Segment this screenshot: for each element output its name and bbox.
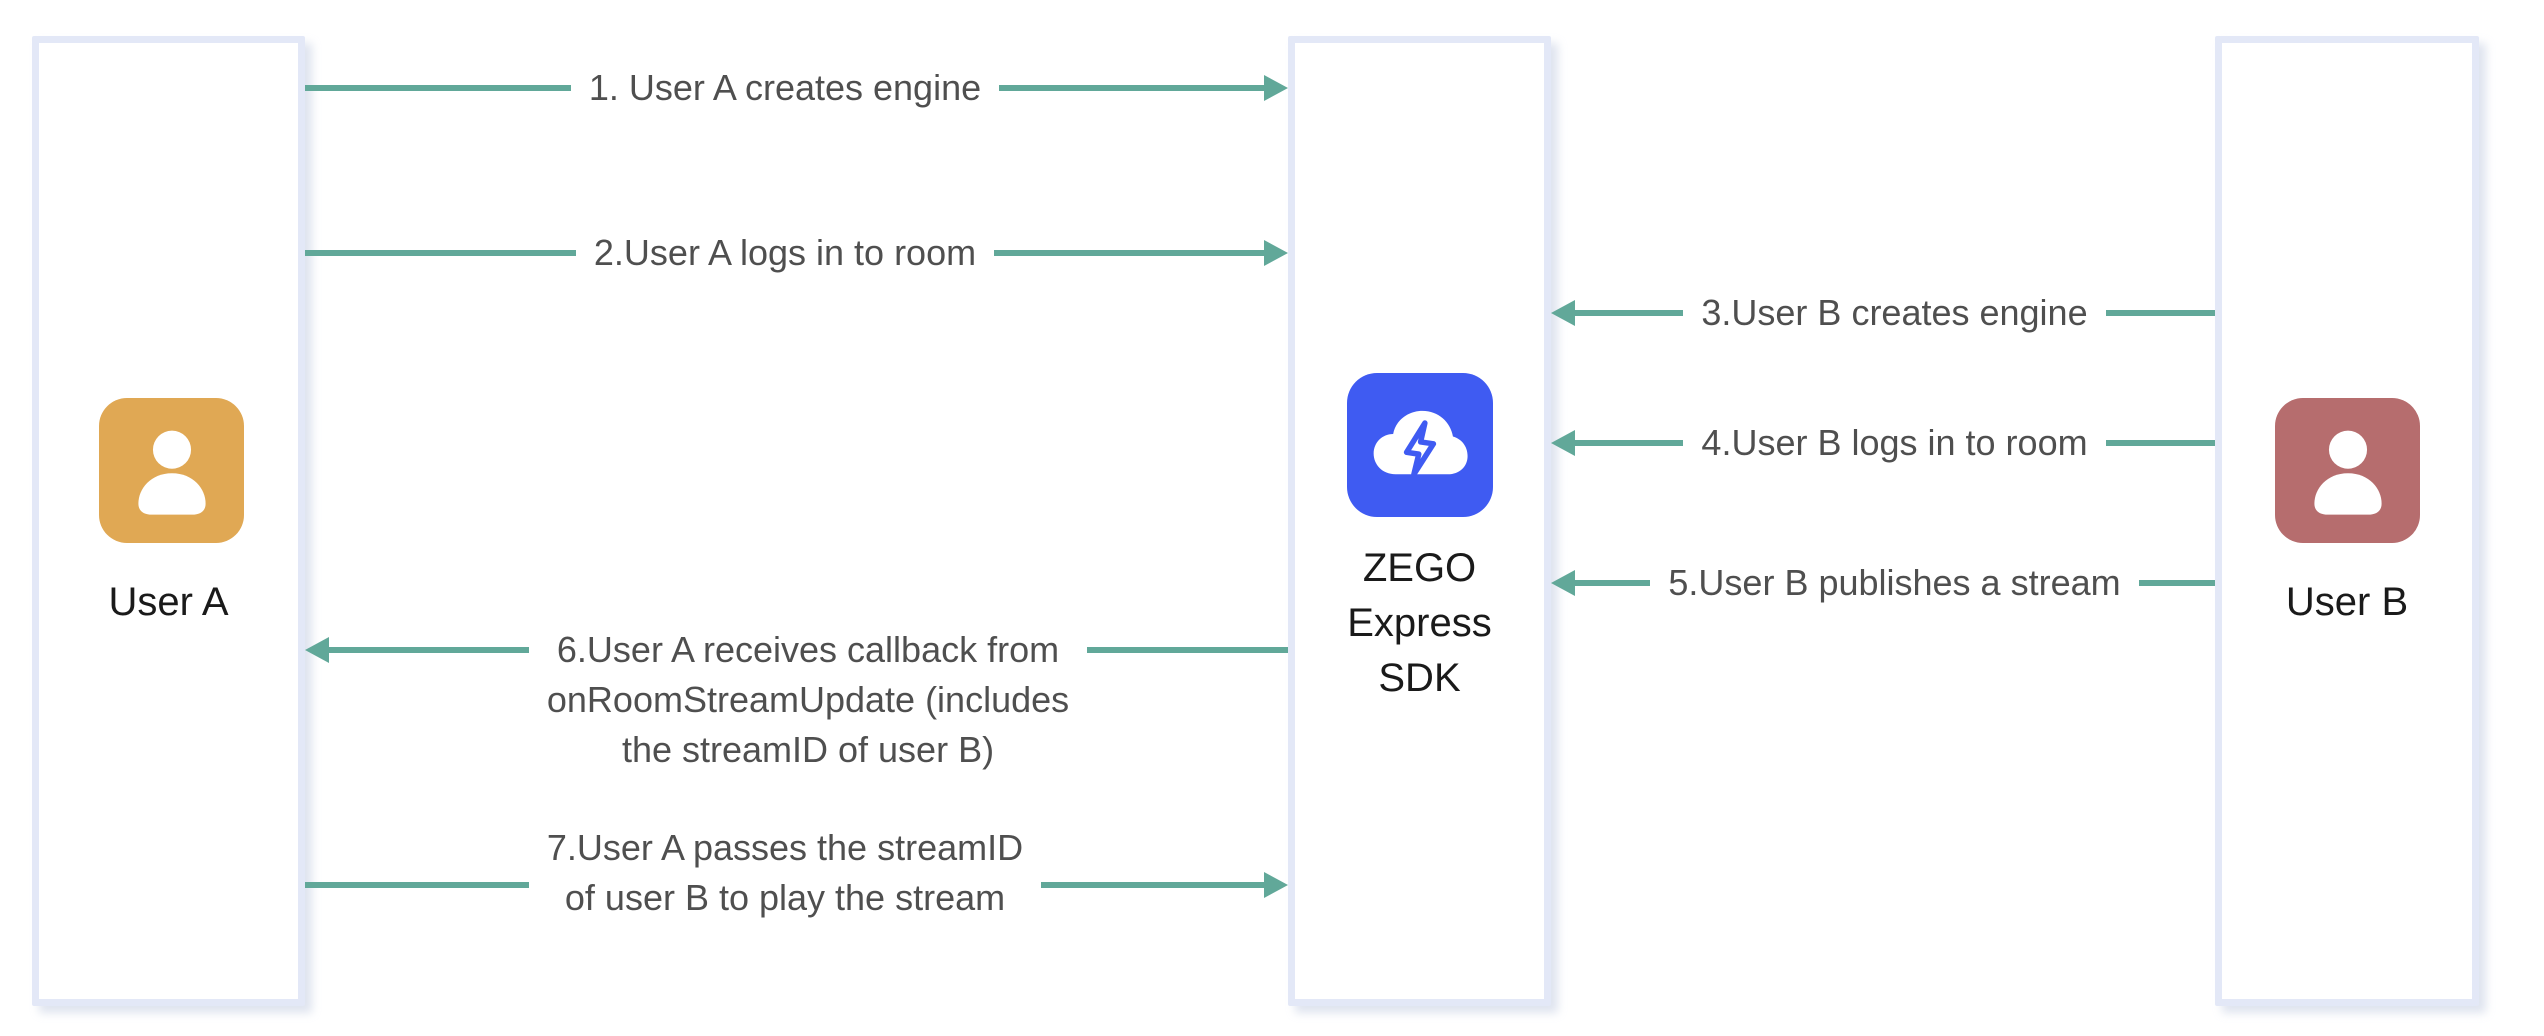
arrowhead-right-icon bbox=[1264, 872, 1288, 898]
actor-user-b-box: User B bbox=[2215, 36, 2479, 1006]
message-arrow-5: 5.User B publishes a stream bbox=[1551, 558, 2216, 608]
arrow-line bbox=[2105, 310, 2215, 316]
arrow-line bbox=[2138, 580, 2216, 586]
person-icon bbox=[2313, 430, 2382, 515]
sdk-label: ZEGO Express SDK bbox=[1295, 541, 1544, 706]
arrow-line bbox=[305, 882, 529, 888]
message-arrow-3: 3.User B creates engine bbox=[1551, 288, 2215, 338]
actor-sdk-box: ZEGO Express SDK bbox=[1288, 36, 1551, 1006]
user-a-label: User A bbox=[108, 580, 229, 624]
message-arrow-7: 7.User A passes the streamID of user B t… bbox=[305, 823, 1288, 923]
sdk-label-line-1: ZEGO bbox=[1362, 546, 1477, 590]
arrow-line bbox=[1041, 882, 1265, 888]
user-a-avatar bbox=[99, 398, 244, 543]
arrowhead-right-icon bbox=[1264, 240, 1288, 266]
arrow-line bbox=[994, 250, 1265, 256]
arrow-line bbox=[1574, 310, 1684, 316]
sdk-label-line-3: SDK bbox=[1378, 656, 1461, 700]
message-2-label: 2.User A logs in to room bbox=[593, 232, 977, 273]
user-b-label: User B bbox=[2285, 580, 2409, 624]
message-6-line-2: onRoomStreamUpdate (includes bbox=[546, 679, 1070, 720]
message-3-label: 3.User B creates engine bbox=[1701, 292, 2088, 333]
message-7-label: 7.User A passes the streamID of user B t… bbox=[529, 823, 1041, 923]
message-6-line-1: 6.User A receives callback from bbox=[556, 629, 1060, 670]
arrowhead-left-icon bbox=[1551, 570, 1575, 596]
arrow-line bbox=[2105, 440, 2215, 446]
arrow-line bbox=[1574, 580, 1651, 586]
message-arrow-1: 1. User A creates engine bbox=[305, 63, 1288, 113]
arrow-line bbox=[305, 250, 576, 256]
message-6-label: 6.User A receives callback from onRoomSt… bbox=[529, 625, 1087, 775]
arrow-line bbox=[328, 647, 529, 653]
message-4-label: 4.User B logs in to room bbox=[1701, 422, 2088, 463]
sdk-icon bbox=[1347, 373, 1493, 517]
arrowhead-left-icon bbox=[1551, 300, 1575, 326]
person-icon bbox=[137, 430, 206, 515]
arrow-line bbox=[1574, 440, 1684, 446]
message-1-label: 1. User A creates engine bbox=[588, 67, 982, 108]
message-5-label: 5.User B publishes a stream bbox=[1668, 562, 2121, 603]
actor-user-a-box: User A bbox=[32, 36, 305, 1006]
arrow-line bbox=[1087, 647, 1289, 653]
message-arrow-6: 6.User A receives callback from onRoomSt… bbox=[305, 625, 1289, 775]
arrowhead-right-icon bbox=[1264, 75, 1288, 101]
message-7-line-1: 7.User A passes the streamID bbox=[546, 827, 1024, 868]
arrowhead-left-icon bbox=[1551, 430, 1575, 456]
user-b-avatar bbox=[2275, 398, 2420, 543]
message-arrow-4: 4.User B logs in to room bbox=[1551, 418, 2215, 468]
message-arrow-2: 2.User A logs in to room bbox=[305, 228, 1288, 278]
cloud-bolt-icon bbox=[1373, 410, 1468, 478]
message-6-line-3: the streamID of user B) bbox=[621, 729, 995, 770]
sdk-label-line-2: Express bbox=[1347, 601, 1492, 645]
message-7-line-2: of user B to play the stream bbox=[564, 877, 1006, 918]
arrow-line bbox=[305, 85, 571, 91]
arrow-line bbox=[999, 85, 1265, 91]
arrowhead-left-icon bbox=[305, 637, 329, 663]
